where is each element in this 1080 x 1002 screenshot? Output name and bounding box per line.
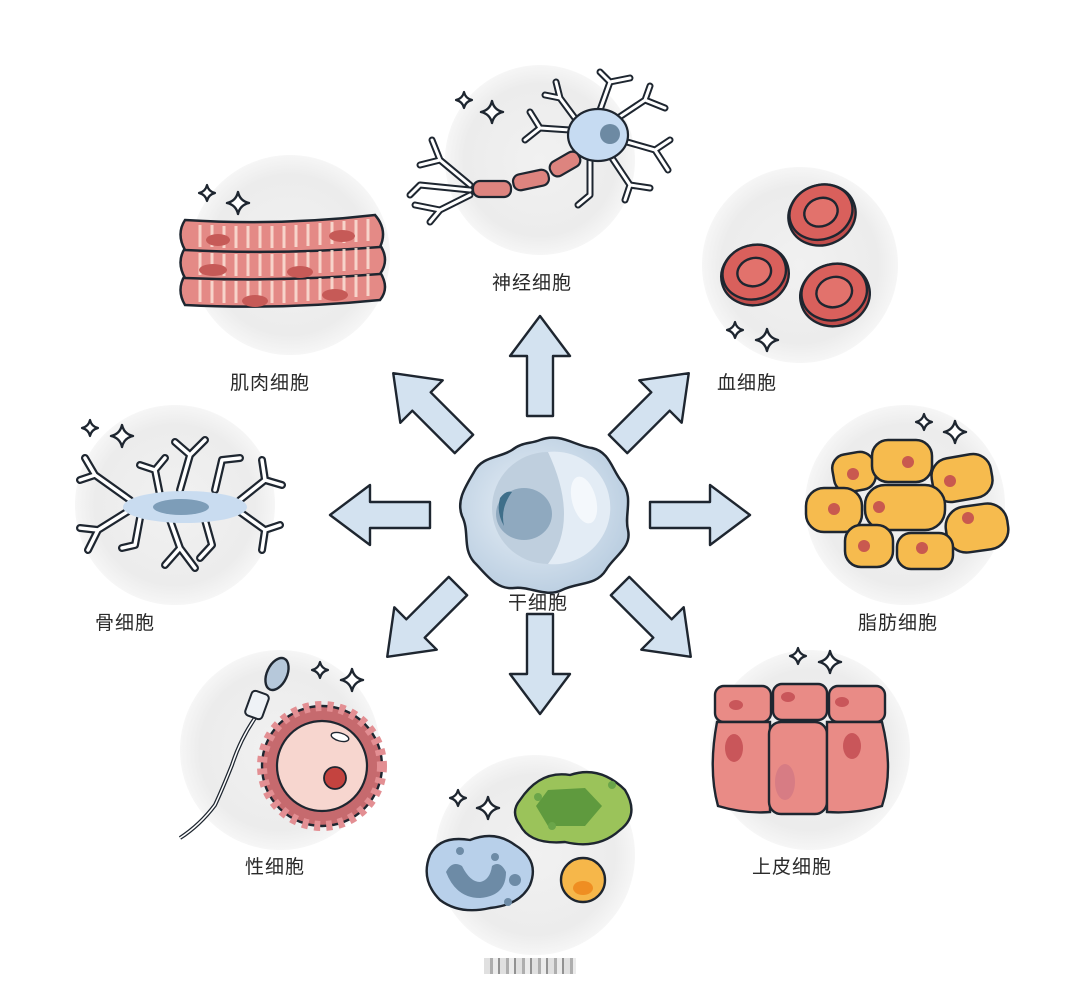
label-fat-cell: 脂肪细胞 bbox=[858, 612, 939, 634]
arrow-to-bone bbox=[328, 483, 432, 547]
label-blood-cell: 血细胞 bbox=[717, 372, 778, 394]
osteocyte-icon bbox=[76, 436, 286, 572]
arrow-to-epithelial bbox=[597, 563, 714, 680]
arrow-to-blood bbox=[595, 350, 712, 467]
red-blood-cell-icon bbox=[720, 183, 871, 328]
immune-cells-icon bbox=[425, 770, 633, 912]
neuron-icon bbox=[406, 68, 674, 226]
label-nerve-cell: 神经细胞 bbox=[492, 272, 573, 294]
stem-cell-icon bbox=[458, 436, 630, 595]
arrow-to-nerve bbox=[508, 314, 572, 418]
label-stem-cell: 干细胞 bbox=[508, 592, 569, 614]
label-muscle-cell: 肌肉细胞 bbox=[230, 372, 311, 394]
arrow-to-fat bbox=[648, 483, 752, 547]
arrow-to-sex bbox=[364, 563, 481, 680]
label-sex-cell: 性细胞 bbox=[245, 856, 306, 878]
arrow-to-immune bbox=[508, 612, 572, 716]
sperm-egg-icon bbox=[178, 656, 387, 840]
label-epithelial-cell: 上皮细胞 bbox=[752, 856, 833, 878]
watermark-mark bbox=[484, 958, 576, 974]
label-bone-cell: 骨细胞 bbox=[95, 612, 156, 634]
arrow-to-muscle bbox=[370, 350, 487, 467]
muscle-fiber-icon bbox=[179, 213, 387, 308]
